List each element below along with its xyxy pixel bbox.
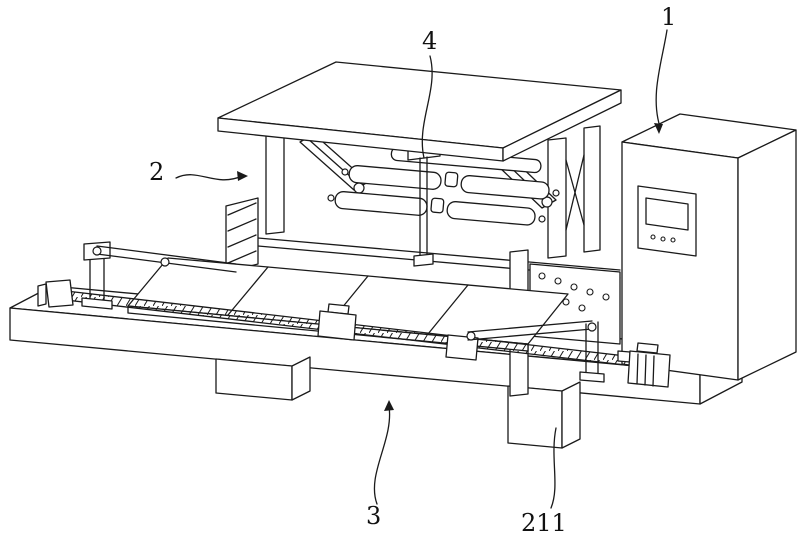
lead-screw-assembly: [37, 279, 671, 388]
leader-line-211: [550, 427, 557, 509]
control-cabinet: [621, 113, 797, 381]
tabletop: [217, 61, 622, 162]
machine-frame-left: [225, 133, 285, 273]
chute-roller-left: [353, 182, 365, 194]
bearing-block-left: [45, 279, 74, 308]
control-panel: [637, 185, 697, 257]
drive-motor: [627, 350, 671, 388]
support-pillars: [215, 356, 581, 449]
rollers: [327, 146, 560, 226]
arrowhead-1: [654, 123, 663, 134]
leader-lines: [175, 29, 668, 509]
machine-frame-right: [547, 125, 601, 259]
ref-label-4: 4: [422, 27, 438, 55]
leader-line-2: [175, 174, 243, 181]
leader-line-1: [655, 29, 668, 128]
arrowhead-3: [384, 400, 394, 411]
support-arms: [81, 241, 605, 383]
ref-label-1: 1: [661, 3, 677, 31]
leader-line-3: [373, 405, 391, 505]
leader-line-4: [421, 55, 433, 159]
ref-label-3: 3: [366, 502, 382, 530]
arrowhead-2: [237, 171, 248, 181]
panel-screen: [645, 197, 689, 231]
ref-label-2: 2: [149, 158, 165, 186]
screw-slider-1: [317, 310, 357, 341]
ref-label-211: 211: [521, 509, 567, 537]
